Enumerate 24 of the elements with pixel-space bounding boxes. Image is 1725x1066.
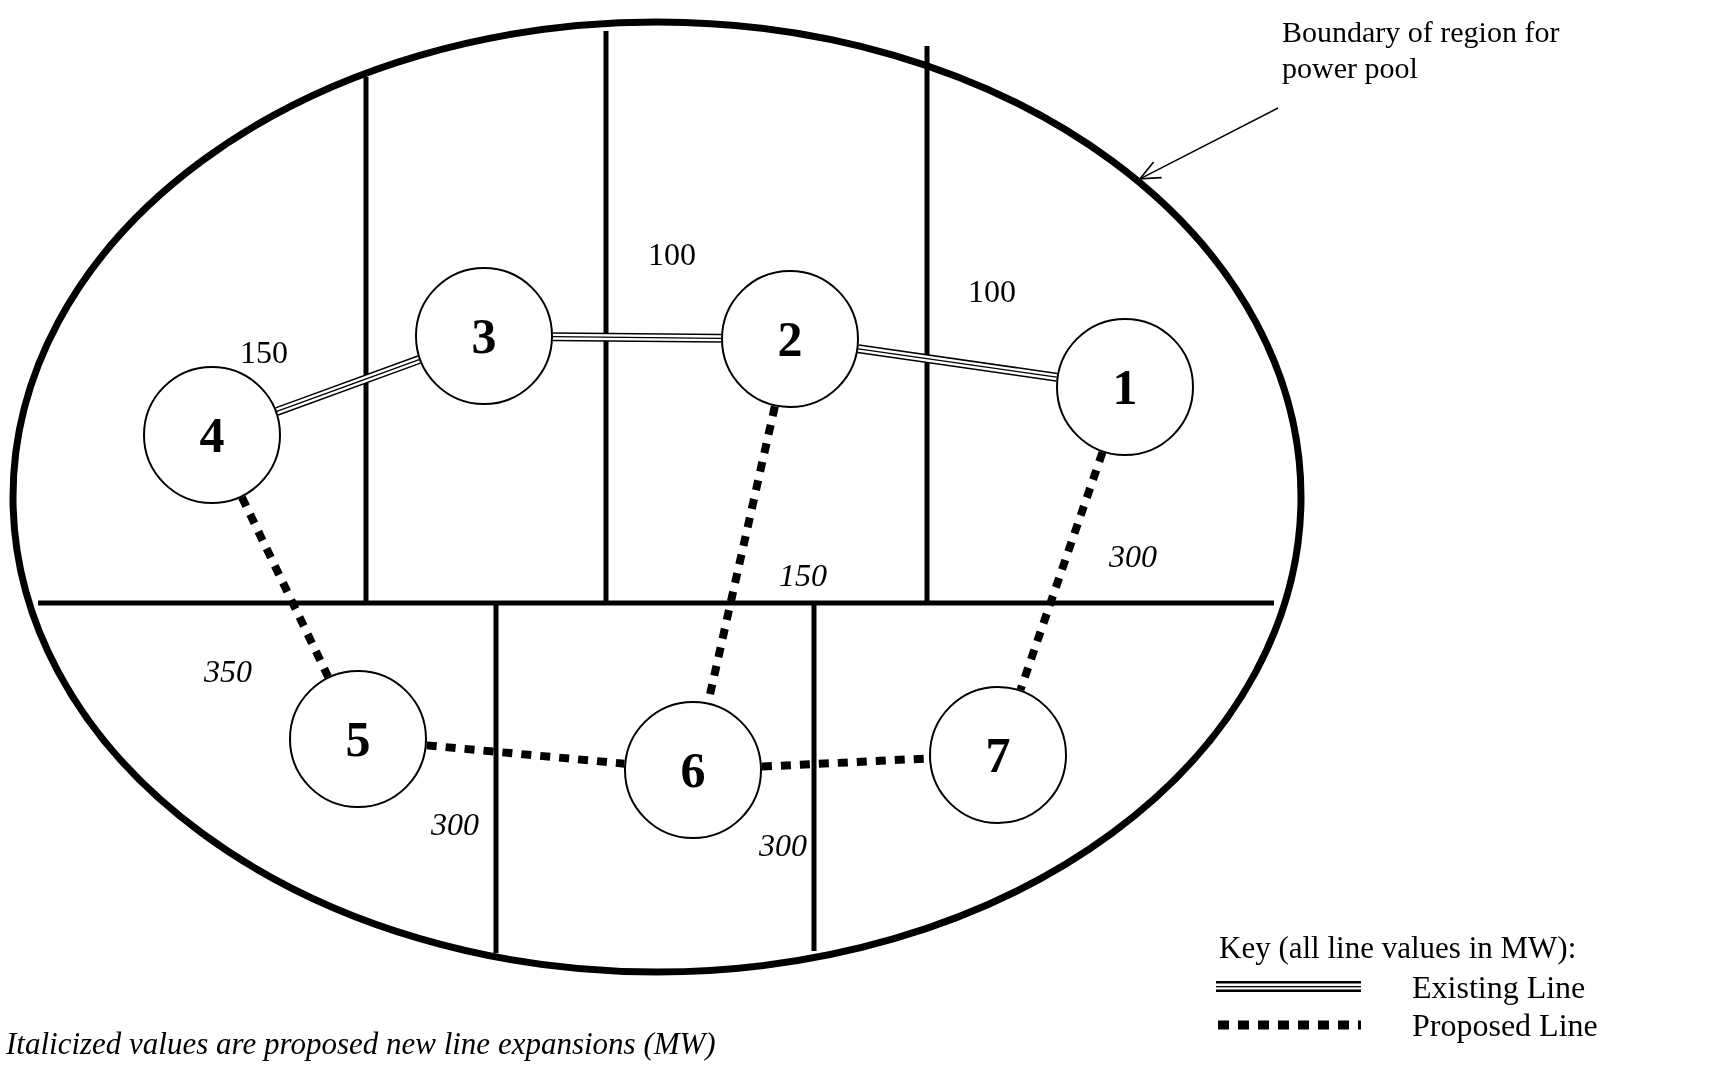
- capacity-label: 300: [759, 829, 807, 861]
- callout-text: Boundary of region for power pool: [1282, 14, 1561, 86]
- capacity-label: 150: [779, 559, 827, 591]
- zone-number: 1: [1112, 362, 1138, 412]
- zone-number: 2: [777, 314, 803, 364]
- zone-number: 6: [680, 745, 706, 795]
- proposed-line: [426, 741, 625, 768]
- capacity-label: 300: [431, 808, 479, 840]
- zone-number: 4: [199, 410, 225, 460]
- capacity-label: 100: [968, 275, 1016, 307]
- legend-label: Existing Line: [1412, 968, 1586, 1006]
- zone-number: 5: [345, 714, 371, 764]
- legend-label: Proposed Line: [1412, 1006, 1598, 1044]
- capacity-label: 150: [240, 336, 288, 368]
- capacity-label: 350: [204, 655, 252, 687]
- caption: Italicized values are proposed new line expansions (MW): [6, 1028, 716, 1059]
- key-title: Key (all line values in MW):: [1219, 932, 1577, 963]
- capacity-label: 100: [648, 238, 696, 270]
- proposed-line: [238, 495, 332, 679]
- capacity-label: 300: [1109, 540, 1157, 572]
- leader-arrow: [1139, 107, 1279, 180]
- zone-number: 7: [985, 730, 1011, 780]
- proposed-line: [1016, 450, 1107, 692]
- zone-number: 3: [471, 311, 497, 361]
